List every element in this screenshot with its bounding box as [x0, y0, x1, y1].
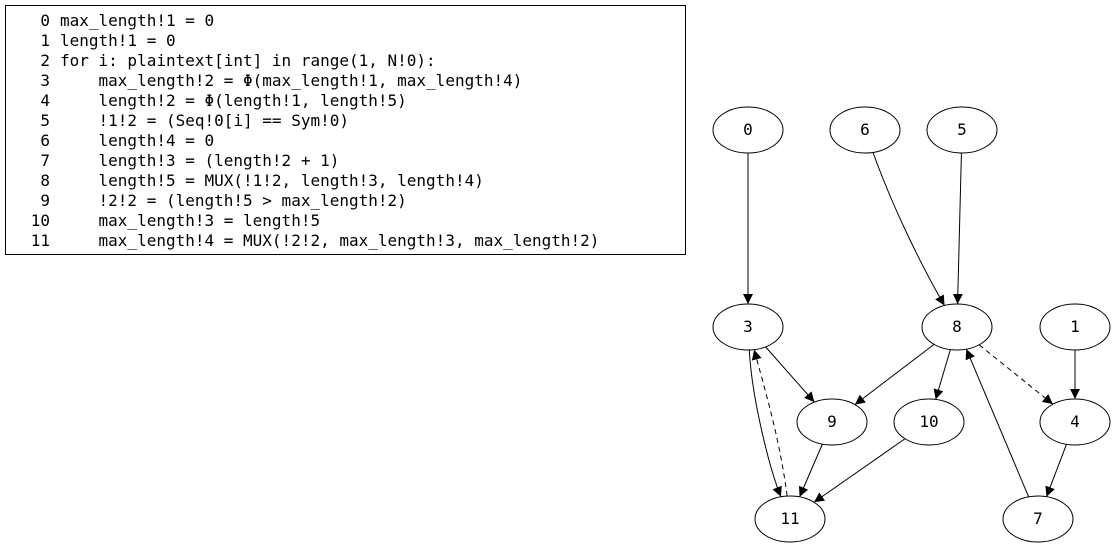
node-ellipse: [754, 495, 826, 543]
line-number: 11: [30, 231, 50, 250]
graph-node-9: 9: [796, 398, 868, 446]
node-label: 7: [1033, 509, 1043, 528]
node-label: 8: [952, 317, 962, 336]
line-number: 2: [40, 51, 50, 70]
code-line: 3 max_length!2 = Φ(max_length!1, max_len…: [6, 71, 676, 91]
line-number: 3: [40, 71, 50, 90]
code-text: max_length!4 = MUX(!2!2, max_length!3, m…: [60, 231, 600, 250]
node-ellipse: [796, 398, 868, 446]
node-ellipse: [1039, 303, 1111, 351]
code-line: 2 for i: plaintext[int] in range(1, N!0):: [6, 51, 676, 71]
node-ellipse: [1002, 495, 1074, 543]
node-label: 0: [743, 120, 753, 139]
code-text: length!3 = (length!2 + 1): [60, 151, 340, 170]
line-number: 9: [40, 191, 50, 210]
node-ellipse: [712, 303, 784, 351]
code-text: max_length!3 = length!5: [60, 211, 321, 230]
graph-node-4: 4: [1039, 398, 1111, 446]
node-label: 10: [919, 412, 938, 431]
node-label: 9: [827, 412, 837, 431]
graph-node-8: 8: [921, 303, 993, 351]
line-number: 7: [40, 151, 50, 170]
code-text: !1!2 = (Seq!0[i] == Sym!0): [60, 111, 349, 130]
edge-6-to-8: [872, 152, 945, 306]
code-line: 9 !2!2 = (length!5 > max_length!2): [6, 191, 676, 211]
node-label: 3: [743, 317, 753, 336]
line-number: 10: [30, 211, 50, 230]
graph-node-3: 3: [712, 303, 784, 351]
code-line: 8 length!5 = MUX(!1!2, length!3, length!…: [6, 171, 676, 191]
graph-node-10: 10: [893, 398, 965, 446]
edge-8-to-10: [933, 349, 951, 400]
graph-node-7: 7: [1002, 495, 1074, 543]
code-text: max_length!1 = 0: [60, 11, 215, 30]
edge-5-to-8: [952, 152, 963, 305]
code-text: length!1 = 0: [60, 31, 176, 50]
node-ellipse: [893, 398, 965, 446]
code-text: length!5 = MUX(!1!2, length!3, length!4): [60, 171, 484, 190]
node-label: 4: [1070, 412, 1080, 431]
node-label: 11: [780, 509, 799, 528]
edge-7-to-8: [965, 348, 1030, 498]
line-number: 1: [40, 31, 50, 50]
node-label: 6: [860, 120, 870, 139]
code-text: max_length!2 = Φ(max_length!1, max_lengt…: [60, 71, 523, 90]
graph-node-6: 6: [829, 106, 901, 154]
code-line: 4 length!2 = Φ(length!1, length!5): [6, 91, 676, 111]
edge-4-to-7: [1045, 444, 1067, 497]
line-number: 0: [40, 11, 50, 30]
graph-node-1: 1: [1039, 303, 1111, 351]
code-line: 5 !1!2 = (Seq!0[i] == Sym!0): [6, 111, 676, 131]
edge-11-to-3: [751, 349, 788, 497]
code-text: !2!2 = (length!5 > max_length!2): [60, 191, 407, 210]
edge-8-to-9: [854, 343, 935, 406]
code-line: 1 length!1 = 0: [6, 31, 676, 51]
code-text: length!4 = 0: [60, 131, 215, 150]
node-label: 5: [957, 120, 967, 139]
code-line: 10 max_length!3 = length!5: [6, 211, 676, 231]
node-ellipse: [829, 106, 901, 154]
edge-3-to-9: [765, 346, 815, 403]
node-ellipse: [712, 106, 784, 154]
edge-9-to-11: [798, 443, 823, 498]
code-text: length!2 = Φ(length!1, length!5): [60, 91, 407, 110]
node-label: 1: [1070, 317, 1080, 336]
code-text: for i: plaintext[int] in range(1, N!0):: [60, 51, 436, 70]
graph-node-5: 5: [926, 106, 998, 154]
code-line: 11 max_length!4 = MUX(!2!2, max_length!3…: [6, 231, 676, 251]
graph-node-0: 0: [712, 106, 784, 154]
edge-10-to-11: [813, 438, 906, 503]
line-number: 4: [40, 91, 50, 110]
edge-8-to-4: [978, 344, 1054, 405]
code-line: 7 length!3 = (length!2 + 1): [6, 151, 676, 171]
code-line: 0 max_length!1 = 0: [6, 11, 676, 31]
line-number: 8: [40, 171, 50, 190]
node-ellipse: [926, 106, 998, 154]
line-number: 5: [40, 111, 50, 130]
graph-node-11: 11: [754, 495, 826, 543]
code-line: 6 length!4 = 0: [6, 131, 676, 151]
node-ellipse: [921, 303, 993, 351]
line-number: 6: [40, 131, 50, 150]
edge-3-to-11: [748, 349, 782, 497]
code-listing: 0 max_length!1 = 0 1 length!1 = 0 2 for i: pl…: [5, 5, 686, 255]
node-ellipse: [1039, 398, 1111, 446]
